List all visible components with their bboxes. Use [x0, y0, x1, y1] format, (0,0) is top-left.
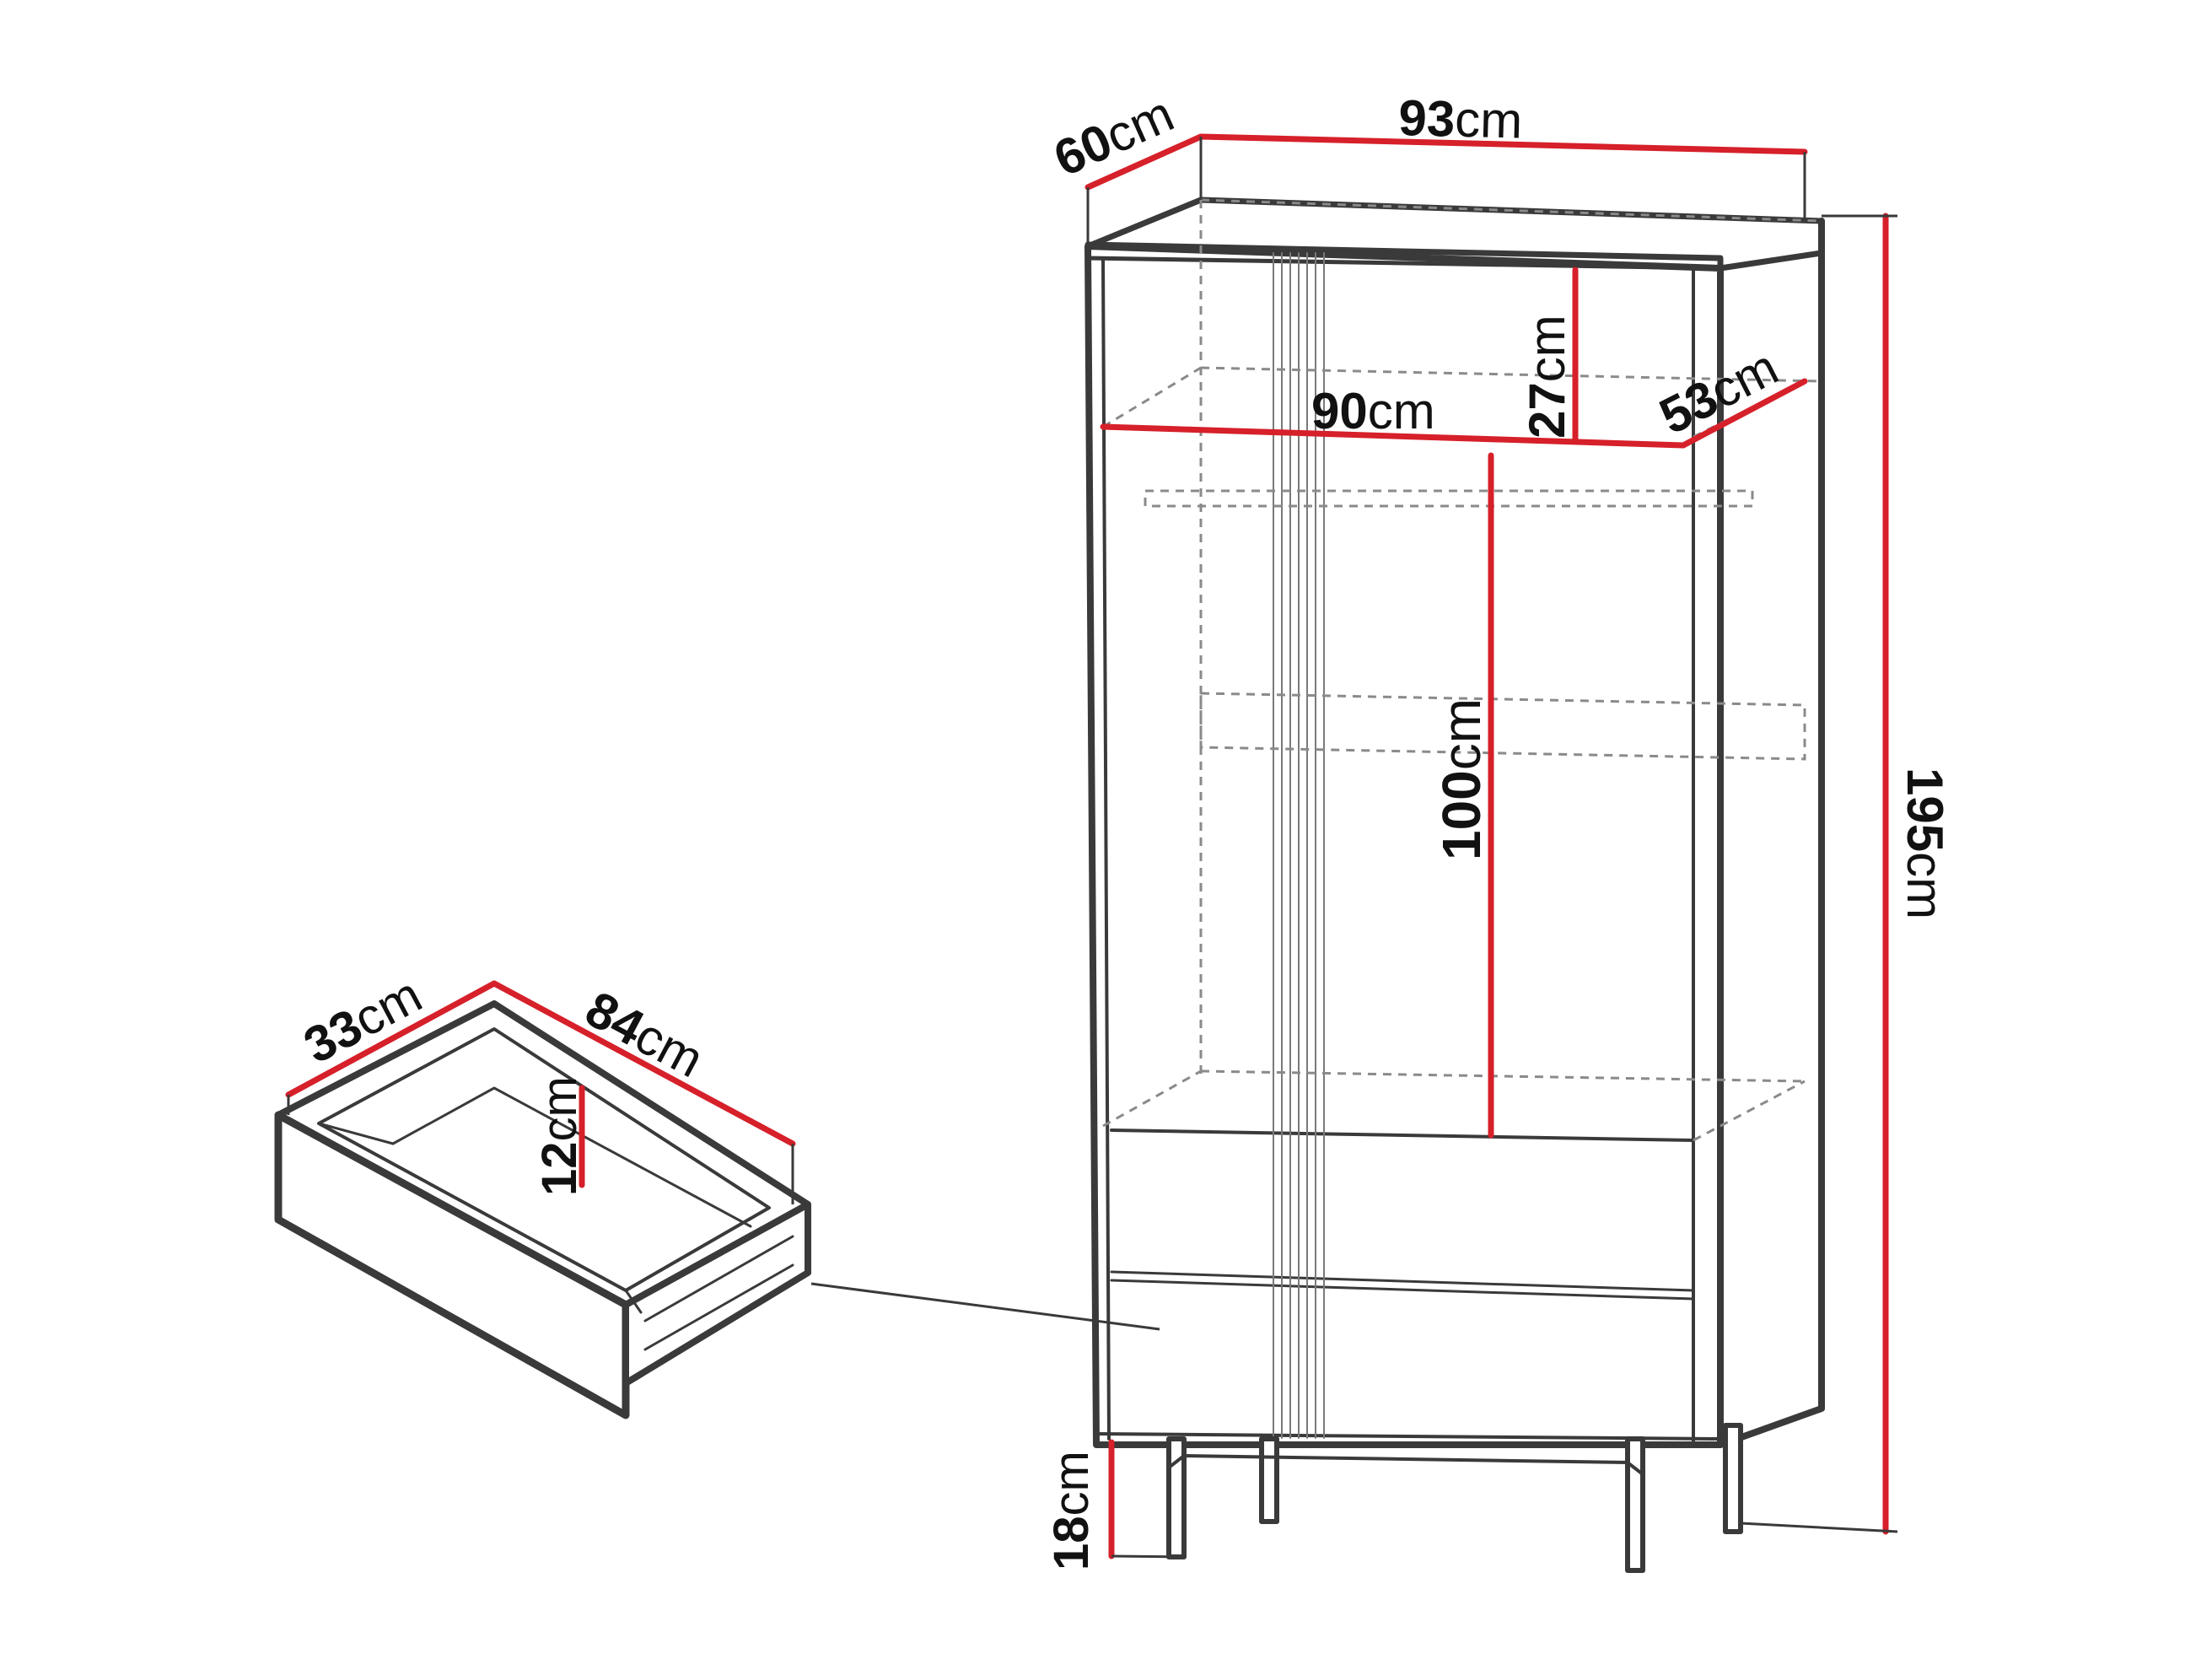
label-drawer-12-value: 12: [532, 1141, 587, 1196]
label-width-93-value: 93: [1398, 89, 1456, 148]
label-top-27: 27cm: [1519, 315, 1575, 439]
label-height-195-unit: cm: [1897, 852, 1953, 919]
front-groove-lines: [1273, 252, 1325, 1439]
label-width-93: 93cm: [1398, 89, 1523, 149]
hanging-rail: [1144, 489, 1754, 508]
label-leg-18: 18cm: [1044, 1451, 1099, 1570]
inner-shelf: [1199, 692, 1806, 761]
label-height-195: 195cm: [1897, 768, 1953, 919]
drawer-drawing: [274, 1000, 811, 1419]
label-top-27-value: 27: [1519, 382, 1575, 439]
drawer-lower-top-edge: [1110, 1279, 1695, 1301]
wardrobe-left-front-edge: [1101, 256, 1111, 1441]
wardrobe-plinth-edge: [1095, 1432, 1722, 1441]
label-depth-60: 60cm: [1046, 85, 1181, 187]
dim-line-width-93: [1197, 133, 1808, 155]
dim-line-drawer-33: [285, 980, 498, 1098]
label-drawer-12: 12cm: [532, 1076, 587, 1196]
dim-line-inner-width-90: [1100, 423, 1687, 449]
label-inner-width-90-value: 90: [1311, 383, 1368, 439]
label-drawer-12-unit: cm: [532, 1076, 587, 1141]
label-leg-18-unit: cm: [1044, 1451, 1099, 1516]
drawer-top-rim: [275, 1000, 811, 1308]
extension-lines: [287, 137, 1898, 1559]
wardrobe-hidden-lines: [1102, 198, 1822, 1142]
label-inner-width-90-unit: cm: [1368, 383, 1435, 439]
dim-line-depth-60: [1084, 133, 1204, 191]
leg-frame: [1167, 1454, 1644, 1476]
drawer-inner-floor: [391, 1086, 752, 1228]
drawer-upper-bottom-edge: [1110, 1270, 1695, 1292]
drawer-inner-box: [317, 1027, 771, 1292]
leg-front-right: [1625, 1436, 1645, 1573]
label-width-93-unit: cm: [1454, 91, 1523, 149]
dim-line-inner-depth-53: [1680, 378, 1808, 449]
drawer-pointer-line: [810, 1282, 1160, 1331]
drawer-side-face: [622, 1201, 811, 1387]
dim-line-drawer-84: [491, 980, 796, 1147]
label-hanging-100-unit: cm: [1431, 698, 1492, 770]
label-top-27-unit: cm: [1519, 315, 1575, 382]
wardrobe-legs: [1166, 1423, 1743, 1573]
label-hanging-100-value: 100: [1431, 770, 1492, 860]
label-hanging-100: 100cm: [1431, 698, 1492, 860]
leg-back-left: [1259, 1436, 1279, 1524]
label-inner-width-90: 90cm: [1311, 383, 1435, 439]
dimension-lines: [285, 133, 1889, 1559]
wardrobe-drawing: [1084, 197, 1825, 1573]
leg-back-right: [1723, 1423, 1743, 1534]
wardrobe-right-side: [1717, 218, 1825, 1448]
label-height-195-value: 195: [1897, 768, 1953, 852]
drawer-upper-top-edge: [1110, 1128, 1695, 1142]
label-leg-18-value: 18: [1044, 1516, 1099, 1570]
